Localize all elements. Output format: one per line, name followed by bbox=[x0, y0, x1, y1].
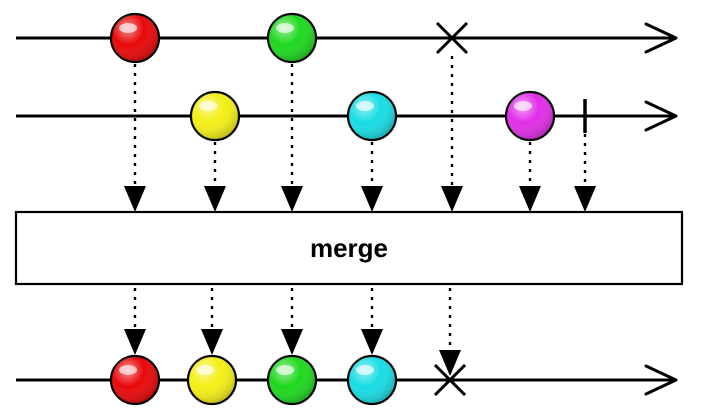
output-event-2-marble-yellow bbox=[186, 354, 238, 406]
input-2-event-1-marble-highlight bbox=[199, 101, 217, 111]
output-event-3-marble-green bbox=[266, 354, 318, 406]
timelines-layer bbox=[16, 22, 678, 396]
operator-label: merge bbox=[310, 233, 388, 263]
output-event-1-marble-shading bbox=[111, 356, 159, 404]
input-2-event-2-marble-highlight bbox=[356, 101, 374, 111]
input-2-event-1-marble-yellow bbox=[189, 90, 241, 142]
output-event-3-marble-highlight bbox=[276, 365, 294, 375]
input-1-event-2-marble-green bbox=[266, 12, 318, 64]
input-1-event-2-arrow-icon bbox=[281, 186, 303, 212]
input-2-event-3-marble-magenta bbox=[504, 90, 556, 142]
input-2-event-1-marble-shading bbox=[191, 92, 239, 140]
output-event-2-arrow-icon bbox=[201, 329, 223, 355]
input-2-event-2-arrow-icon bbox=[361, 186, 383, 212]
input-1-event-1-marble-shading bbox=[111, 14, 159, 62]
input-2-event-3-marble-highlight bbox=[514, 101, 532, 111]
input-1-event-1-arrow-icon bbox=[124, 186, 146, 212]
input-2-event-1-arrow-icon bbox=[204, 186, 226, 212]
output-event-2-marble-highlight bbox=[196, 365, 214, 375]
input-2-event-3-arrow-icon bbox=[519, 186, 541, 212]
input-1-event-2-marble-shading bbox=[268, 14, 316, 62]
output-event-1-arrow-icon bbox=[124, 329, 146, 355]
input-1-event-3-error-stroke-b bbox=[435, 21, 469, 55]
output-event-5-arrow-icon bbox=[439, 350, 461, 376]
input-2-event-2-marble-cyan bbox=[346, 90, 398, 142]
output-arrowhead bbox=[644, 364, 678, 396]
input-1-event-1-marble-red bbox=[109, 12, 161, 64]
input-2-event-2-marble-shading bbox=[348, 92, 396, 140]
output-event-1-marble-red bbox=[109, 354, 161, 406]
input-1-event-3-arrow-icon bbox=[441, 186, 463, 212]
input-1-event-1-marble-highlight bbox=[119, 23, 137, 33]
output-event-4-marble-cyan bbox=[346, 354, 398, 406]
connectors-layer bbox=[124, 56, 596, 376]
output-event-5-error-stroke-b bbox=[433, 363, 467, 397]
output-event-3-arrow-icon bbox=[281, 329, 303, 355]
input-2-event-3-marble-shading bbox=[506, 92, 554, 140]
input-2-arrowhead bbox=[644, 100, 678, 132]
input-1-arrowhead bbox=[644, 22, 678, 54]
events-layer bbox=[109, 12, 587, 406]
output-event-4-marble-highlight bbox=[356, 365, 374, 375]
output-event-2-marble-shading bbox=[188, 356, 236, 404]
output-event-5-error-x-icon bbox=[433, 363, 467, 397]
output-event-4-arrow-icon bbox=[361, 329, 383, 355]
input-2-event-4-arrow-icon bbox=[574, 186, 596, 212]
operator-box: merge bbox=[14, 210, 684, 286]
input-1-event-3-error-x-icon bbox=[435, 21, 469, 55]
output-event-1-marble-highlight bbox=[119, 365, 137, 375]
input-1-event-2-marble-highlight bbox=[276, 23, 294, 33]
operator-box-frame bbox=[14, 210, 684, 286]
output-event-3-marble-shading bbox=[268, 356, 316, 404]
output-event-4-marble-shading bbox=[348, 356, 396, 404]
